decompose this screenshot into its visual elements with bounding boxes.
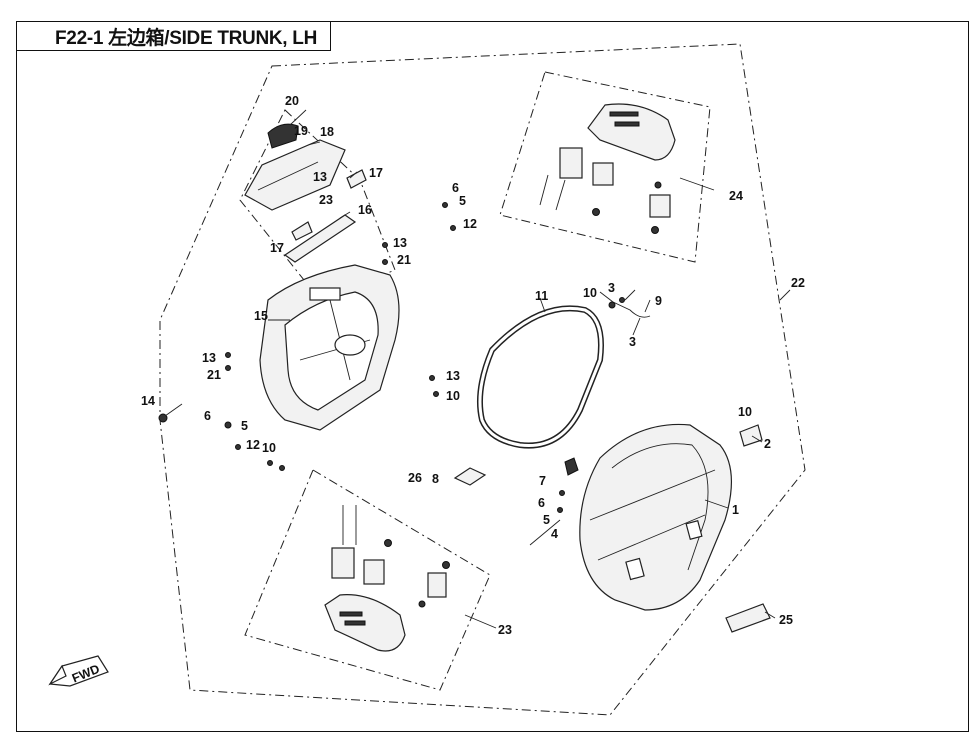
callout-18: 18 (320, 125, 334, 139)
callout-4: 4 (551, 527, 558, 541)
callout-26: 26 (408, 471, 422, 485)
callout-6b: 6 (204, 409, 211, 423)
callout-3: 3 (608, 281, 615, 295)
callout-21: 21 (397, 253, 411, 267)
callout-6c: 6 (538, 496, 545, 510)
assembly-boundary-22 (159, 43, 806, 716)
callout-12: 12 (463, 217, 477, 231)
callout-13c: 13 (202, 351, 216, 365)
handle-cover (244, 123, 346, 211)
callout-24: 24 (729, 189, 743, 203)
lock-assembly-top (539, 103, 676, 234)
callout-17b: 17 (270, 241, 284, 255)
callout-8: 8 (432, 472, 439, 486)
hinge-plate (453, 467, 487, 486)
callout-14: 14 (141, 394, 155, 408)
direction-arrow-icon: FWD (48, 655, 109, 687)
callout-23: 23 (498, 623, 512, 637)
callout-13d: 13 (446, 369, 460, 383)
striker-plate (739, 424, 763, 447)
subassembly-box-23 (244, 469, 491, 691)
callout-16: 16 (358, 203, 372, 217)
subassembly-box-24 (499, 71, 711, 263)
handle-assembly-box (239, 109, 396, 301)
callout-7: 7 (539, 474, 546, 488)
callout-5c: 5 (543, 513, 550, 527)
callout-13: 13 (313, 170, 327, 184)
callout-11: 11 (535, 289, 548, 303)
cable (612, 301, 651, 318)
callout-5: 5 (459, 194, 466, 208)
callout-19: 19 (294, 124, 308, 138)
callout-20: 20 (285, 94, 299, 108)
callout-6: 6 (452, 181, 459, 195)
callout-17: 17 (369, 166, 383, 180)
label-plate (725, 603, 771, 633)
callout-13b: 13 (393, 236, 407, 250)
lock-assembly-bottom (324, 505, 450, 652)
callout-2: 2 (764, 437, 771, 451)
callout-9: 9 (655, 294, 662, 308)
callout-21b: 21 (207, 368, 221, 382)
leader-lines (164, 109, 791, 629)
callout-15: 15 (254, 309, 268, 323)
hinge-pin (564, 457, 579, 476)
mount-bracket (283, 169, 367, 263)
callout-10b: 10 (446, 389, 460, 403)
callout-23b: 23 (319, 193, 333, 207)
callout-5b: 5 (241, 419, 248, 433)
trunk-lid (579, 423, 732, 611)
callout-10: 10 (583, 286, 597, 300)
diagram-border (16, 21, 969, 732)
callout-1: 1 (732, 503, 739, 517)
callout-12b: 12 (246, 438, 260, 452)
callout-10c: 10 (262, 441, 276, 455)
callout-22: 22 (791, 276, 805, 290)
callout-10d: 10 (738, 405, 752, 419)
callout-3b: 3 (629, 335, 636, 349)
fasteners (224, 181, 662, 513)
callout-25: 25 (779, 613, 793, 627)
diagram-title: F22-1 左边箱/SIDE TRUNK, LH (16, 21, 331, 51)
seal-gasket (477, 305, 604, 449)
trunk-body (259, 264, 400, 431)
